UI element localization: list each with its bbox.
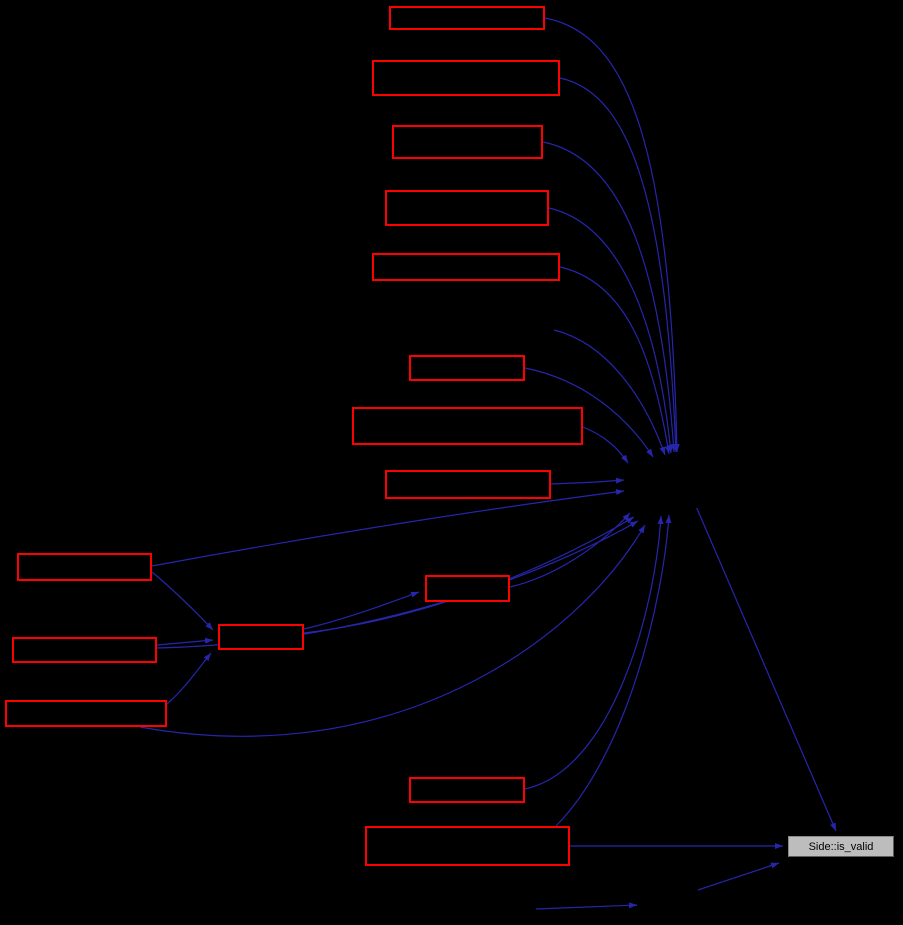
edge-top1-center <box>544 17 680 453</box>
edge-midsmall-center <box>524 367 654 458</box>
graph-node-hub-small[interactable] <box>218 624 304 650</box>
graph-node-mid-wide[interactable] <box>352 407 583 445</box>
graph-node-top-5[interactable] <box>372 253 560 281</box>
graph-node-mid-3[interactable] <box>385 470 551 499</box>
graph-node-low-small[interactable] <box>409 777 525 803</box>
edge-left3-hub <box>166 652 212 705</box>
edge-bottomnode-isvalid <box>697 862 780 891</box>
graph-node-mid-small[interactable] <box>409 355 525 381</box>
graph-node-side-is-valid[interactable]: Side::is_valid <box>788 836 894 857</box>
node-label: Side::is_valid <box>808 840 874 853</box>
graph-node-top-1[interactable] <box>389 6 545 30</box>
edge-top3-center <box>542 141 677 453</box>
edge-left2-hub <box>156 637 214 646</box>
edge-lowwide-center <box>555 514 672 827</box>
edge-bottom-right <box>535 902 638 910</box>
edge-centersmall-center <box>509 512 631 588</box>
edge-left1-hub <box>151 571 214 631</box>
edge-top5-center <box>559 266 671 455</box>
edge-left1-center <box>151 489 625 567</box>
edge-top4-center <box>548 207 674 454</box>
edge-hub-centersmall <box>303 591 420 630</box>
edge-lowsmall-center <box>524 515 664 790</box>
graph-node-left-1[interactable] <box>17 553 152 581</box>
graph-node-center-small[interactable] <box>425 575 510 602</box>
graph-node-left-3[interactable] <box>5 700 167 727</box>
edge-float-center <box>553 329 666 456</box>
graph-node-center-hidden[interactable] <box>633 458 729 508</box>
graph-node-low-wide[interactable] <box>365 826 570 866</box>
edge-top2-center <box>559 77 679 453</box>
graph-node-top-4[interactable] <box>385 190 549 226</box>
graph-node-top-3[interactable] <box>392 125 543 159</box>
graph-node-top-2[interactable] <box>372 60 560 96</box>
edge-mid3-center <box>550 477 625 485</box>
graph-node-left-2[interactable] <box>12 637 157 663</box>
edge-center-isvalid <box>694 503 837 832</box>
edge-midwide-center <box>582 426 629 464</box>
edge-left3-center <box>139 524 646 737</box>
